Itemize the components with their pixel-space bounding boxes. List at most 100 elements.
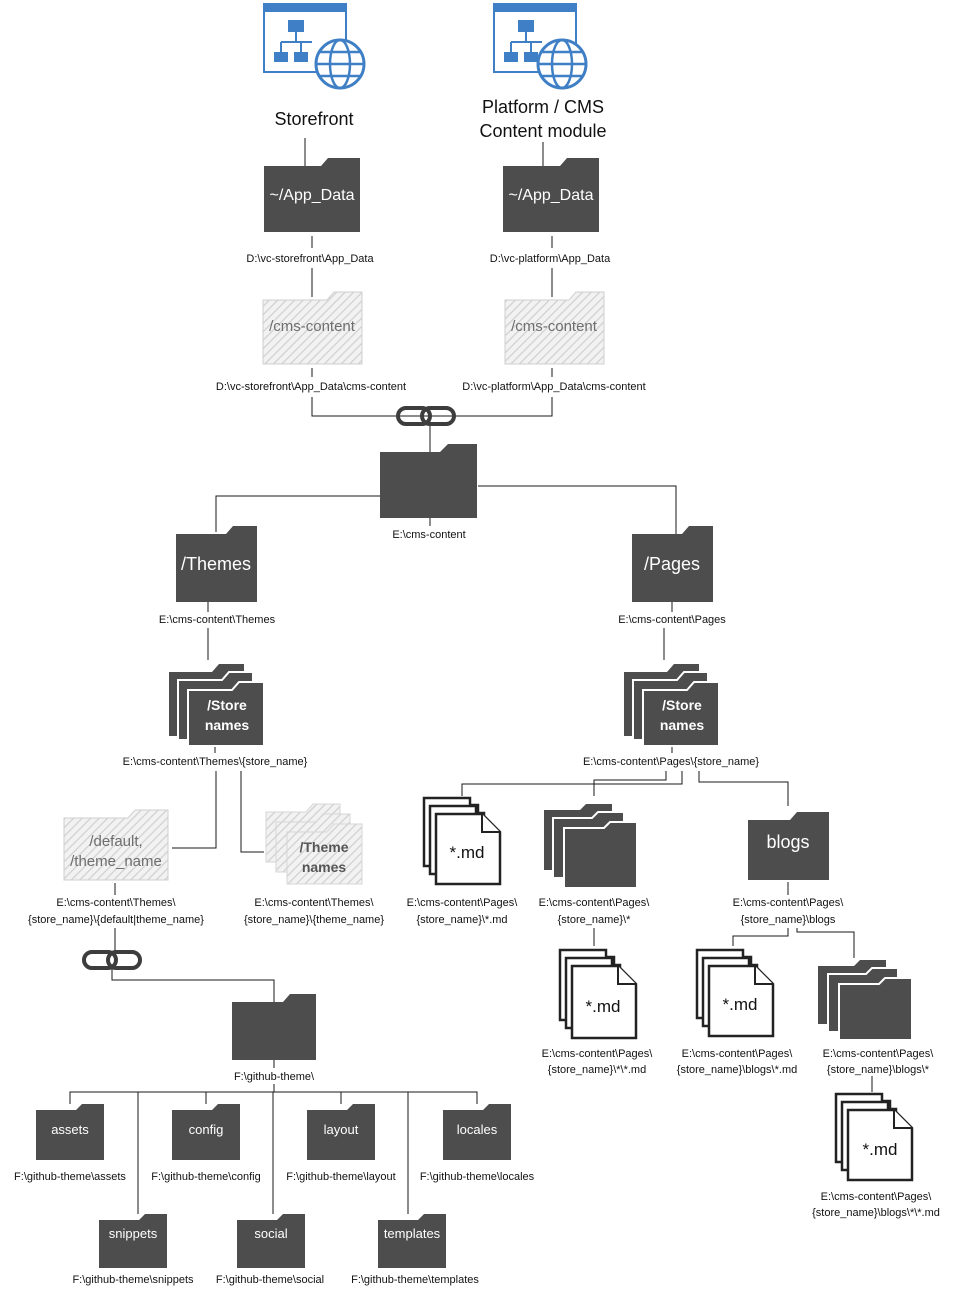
website-icon [263,3,366,90]
default-theme-path-line2: {store_name}\{default|theme_name} [28,914,204,926]
blogs-path-line2: {store_name}\blogs [741,914,836,926]
theme-names-folder: /Theme names [265,803,363,885]
github-subfolder-config: config [172,1104,240,1160]
folder-icon [264,158,360,232]
svg-text:/Pages: /Pages [644,554,700,574]
default-theme-folder: /default, /theme_name [63,809,169,881]
assets-path: F:\github-theme\assets [14,1171,126,1183]
md-files-path-line2: {store_name}\*.md [416,914,507,926]
folder-icon [378,1214,446,1268]
folder-icon [504,291,605,365]
svg-text:*.md: *.md [450,843,485,862]
platform-app-data-path: D:\vc-platform\App_Data [490,253,611,265]
svg-text:/cms-content: /cms-content [269,318,356,335]
config-path: F:\github-theme\config [151,1171,260,1183]
snippets-path: F:\github-theme\snippets [72,1274,194,1286]
svg-text:snippets: snippets [109,1226,158,1241]
folder-icon [632,526,713,602]
layout-path: F:\github-theme\layout [286,1171,395,1183]
svg-text:social: social [254,1226,287,1241]
md-files: *.md [422,796,502,886]
folder-icon [63,809,169,881]
svg-text:templates: templates [384,1226,441,1241]
folder-icon [176,526,257,602]
themes-path: E:\cms-content\Themes [159,614,276,626]
link-icon [82,950,142,970]
blogs-sub-path-line1: E:\cms-content\Pages\ [823,1048,935,1060]
svg-text:*.md: *.md [586,997,621,1016]
svg-text:/theme_name: /theme_name [70,853,162,870]
svg-text:names: names [660,717,705,733]
root-folder-icon [380,444,477,518]
svg-text:config: config [189,1122,224,1137]
connector-lines [69,138,873,1214]
platform-cms-content-path: D:\vc-platform\App_Data\cms-content [462,381,645,393]
storefront-cms-content-link: /cms-content [262,291,363,365]
folder-icon [307,1104,375,1160]
svg-text:*.md: *.md [863,1140,898,1159]
blogs-path-line1: E:\cms-content\Pages\ [733,897,845,909]
social-path: F:\github-theme\social [216,1274,324,1286]
folder-icon [99,1214,167,1268]
svg-text:locales: locales [457,1122,498,1137]
pages-subfolders-path-line1: E:\cms-content\Pages\ [539,897,651,909]
blogs-sub-md-path-line2: {store_name}\blogs\*\*.md [812,1207,940,1219]
svg-text:assets: assets [51,1122,89,1137]
svg-text:/Theme: /Theme [299,839,348,855]
storefront-label: Storefront [274,109,353,129]
svg-text:~/App_Data: ~/App_Data [270,187,355,204]
blogs-md-path-line1: E:\cms-content\Pages\ [682,1048,794,1060]
svg-text:/cms-content: /cms-content [511,318,598,335]
github-subfolder-snippets: snippets [99,1214,167,1268]
storefront-app: Storefront [263,3,366,129]
storefront-app-data-folder: ~/App_Data [264,158,360,232]
website-icon [493,3,588,90]
github-subfolder-layout: layout [307,1104,375,1160]
blogs-folder: blogs [748,812,829,880]
sub-md-path-line2: {store_name}\*\*.md [548,1064,646,1076]
svg-text:/default,: /default, [89,833,142,850]
pages-path: E:\cms-content\Pages [618,614,726,626]
md-files-path-line1: E:\cms-content\Pages\ [407,897,519,909]
github-subfolder-locales: locales [443,1104,511,1160]
svg-text:blogs: blogs [766,832,809,852]
themes-store-names-folder: /Store names [169,664,265,747]
github-subfolder-templates: templates [378,1214,446,1268]
storefront-app-data-path: D:\vc-storefront\App_Data [246,253,374,265]
folder-icon [237,1214,305,1268]
folder-icon [262,291,363,365]
platform-app-data-folder: ~/App_Data [503,158,599,232]
themes-store-path: E:\cms-content\Themes\{store_name} [123,756,308,768]
folder-icon [443,1104,511,1160]
platform-app: Platform / CMS Content module [479,3,607,141]
pages-subfolders-path-line2: {store_name}\* [558,914,631,926]
sub-md-path-line1: E:\cms-content\Pages\ [542,1048,654,1060]
templates-path: F:\github-theme\templates [351,1274,479,1286]
pages-subfolders [544,804,638,889]
svg-text:names: names [205,717,250,733]
svg-text:names: names [302,859,347,875]
platform-cms-content-link: /cms-content [504,291,605,365]
svg-text:~/App_Data: ~/App_Data [509,187,594,204]
folder-icon [748,812,829,880]
svg-text:*.md: *.md [723,995,758,1014]
blogs-md-path-line2: {store_name}\blogs\*.md [677,1064,797,1076]
blogs-subfolders [818,960,913,1041]
themes-folder: /Themes [176,526,257,602]
folder-icon [172,1104,240,1160]
pages-store-names-folder: /Store names [624,664,720,747]
blogs-sub-md-files: *.md [834,1092,914,1182]
github-subfolder-social: social [237,1214,305,1268]
default-theme-path-line1: E:\cms-content\Themes\ [56,897,176,909]
svg-text:/Store: /Store [662,697,702,713]
github-subfolder-assets: assets [36,1104,104,1160]
svg-text:/Store: /Store [207,697,247,713]
blogs-sub-md-path-line1: E:\cms-content\Pages\ [821,1191,933,1203]
blogs-sub-path-line2: {store_name}\blogs\* [827,1064,930,1076]
theme-names-path-line2: {store_name}\{theme_name} [244,914,384,926]
link-icon [396,406,456,426]
theme-names-path-line1: E:\cms-content\Themes\ [254,897,374,909]
platform-label-line1: Platform / CMS [482,97,604,117]
platform-label-line2: Content module [479,121,606,141]
